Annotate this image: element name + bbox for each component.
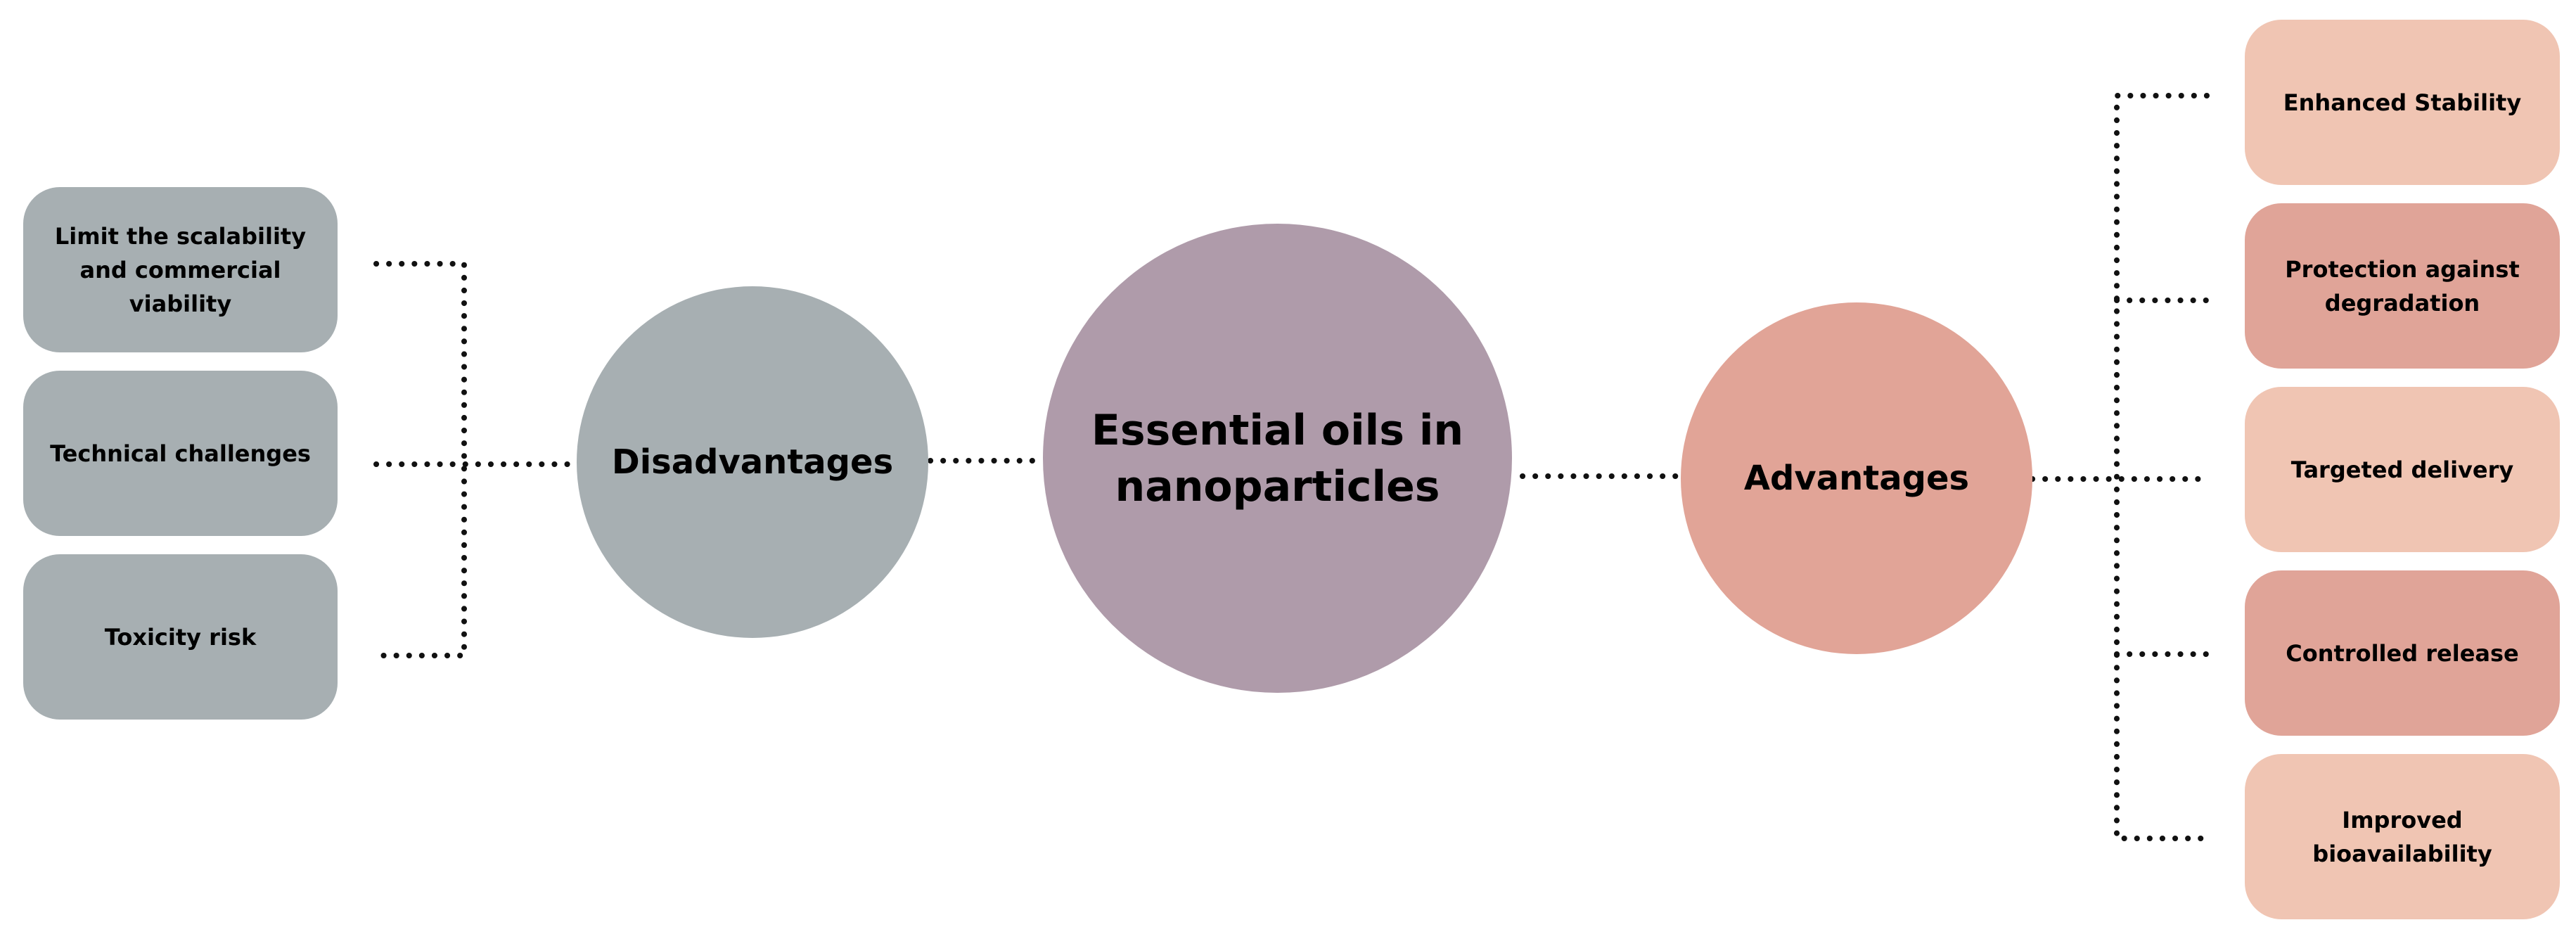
advantage-item-enhanced-stability: Enhanced Stability: [2245, 20, 2560, 185]
central-topic-node: Essential oils in nanoparticles: [1043, 224, 1512, 693]
advantage-item-controlled-release: Controlled release: [2245, 570, 2560, 736]
disadvantage-item-technical-challenges: Technical challenges: [23, 371, 338, 536]
advantage-item-protection-against-degradation: Protection against degradation: [2245, 203, 2560, 369]
dotted-connector-6: [2114, 93, 2210, 841]
advantage-item-targeted-delivery: Targeted delivery: [2245, 387, 2560, 552]
advantages-node: Advantages: [1681, 302, 2032, 654]
dotted-connector-1: [373, 261, 467, 658]
disadvantages-node: Disadvantages: [577, 286, 928, 638]
disadvantage-item-toxicity-risk: Toxicity risk: [23, 554, 338, 720]
disadvantage-item-scalability: Limit the scalability and commercial via…: [23, 187, 338, 352]
advantage-item-improved-bioavailability: Improved bioavailability: [2245, 754, 2560, 919]
